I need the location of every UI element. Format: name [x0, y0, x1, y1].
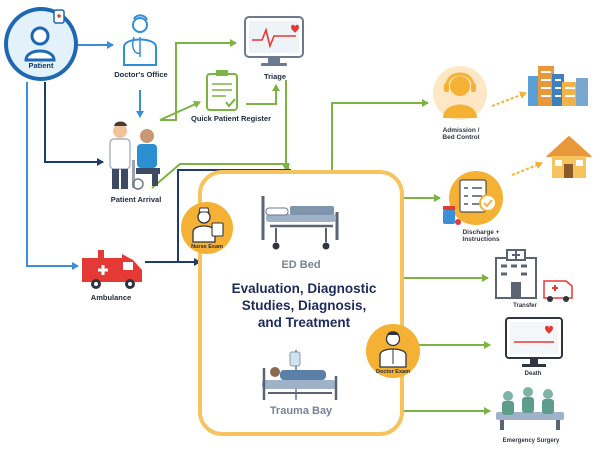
label-transfer: Transfer [513, 303, 537, 309]
heart-monitor-icon [505, 317, 563, 367]
arrow-arrival-to-triage [160, 39, 237, 121]
arrow-arrival-to-register [159, 100, 201, 121]
ed-box [198, 170, 404, 436]
label-death: Death [524, 371, 542, 377]
nurse-exam-badge [181, 202, 233, 254]
label-quick-register: Quick Patient Register [191, 114, 272, 123]
center-title-line3: and Treatment [257, 314, 351, 330]
arrow-patient-to-ambulance [26, 82, 79, 270]
ambulance-icon [82, 250, 142, 289]
arrow-ed-to-admission [331, 99, 429, 172]
city-buildings-icon [528, 66, 588, 106]
label-patient-arrival: Patient Arrival [110, 195, 162, 204]
connectors [26, 39, 543, 415]
center-title: Evaluation, Diagnostic Studies, Diagnosi… [214, 281, 394, 332]
label-admission: Admission / Bed Control [436, 127, 486, 142]
label-emergency-surgery: Emergency Surgery [502, 438, 560, 444]
patient-node [4, 7, 78, 81]
hospital-bed-icon [261, 196, 339, 250]
doctor-exam-icon [379, 331, 407, 368]
nurse-icon [192, 207, 224, 243]
label-ed-bed: ED Bed [281, 259, 321, 271]
arrow-register-to-triage [246, 84, 280, 105]
checklist-icon [443, 171, 503, 225]
arrival-illustration [109, 121, 160, 190]
surgery-team-icon [496, 387, 564, 430]
label-ambulance: Ambulance [90, 293, 132, 302]
center-title-line2: Studies, Diagnosis, [241, 297, 367, 313]
house-icon [546, 136, 592, 178]
center-title-line1: Evaluation, Diagnostic [231, 281, 377, 296]
monitor-icon [244, 16, 304, 66]
label-triage: Triage [263, 72, 287, 81]
label-discharge-line1: Discharge + [462, 229, 500, 236]
label-admission-line2: Bed Control [442, 134, 480, 142]
label-discharge: Discharge + Instructions [456, 229, 506, 244]
doctor-exam-badge [366, 324, 420, 378]
hospital-icon [495, 249, 573, 302]
arrow-discharge-to-house [511, 161, 543, 176]
label-nurse-exam: Nurse Exam [191, 244, 223, 250]
label-admission-line1: Admission / [442, 127, 480, 134]
label-doctor-exam: Doctor Exam [376, 369, 410, 375]
doctor-icon [123, 14, 157, 66]
label-patient: Patient [28, 61, 54, 70]
headset-agent-icon [433, 66, 487, 120]
trauma-bed-icon [262, 350, 338, 400]
clipboard-icon [206, 70, 238, 111]
label-trauma-bay: Trauma Bay [269, 405, 333, 417]
label-discharge-line2: Instructions [462, 236, 500, 244]
person-icon [24, 26, 56, 62]
label-doctors-office: Doctor's Office [114, 70, 168, 79]
arrow-admission-to-buildings [491, 91, 527, 107]
arrow-patient-to-arrival [44, 82, 104, 166]
